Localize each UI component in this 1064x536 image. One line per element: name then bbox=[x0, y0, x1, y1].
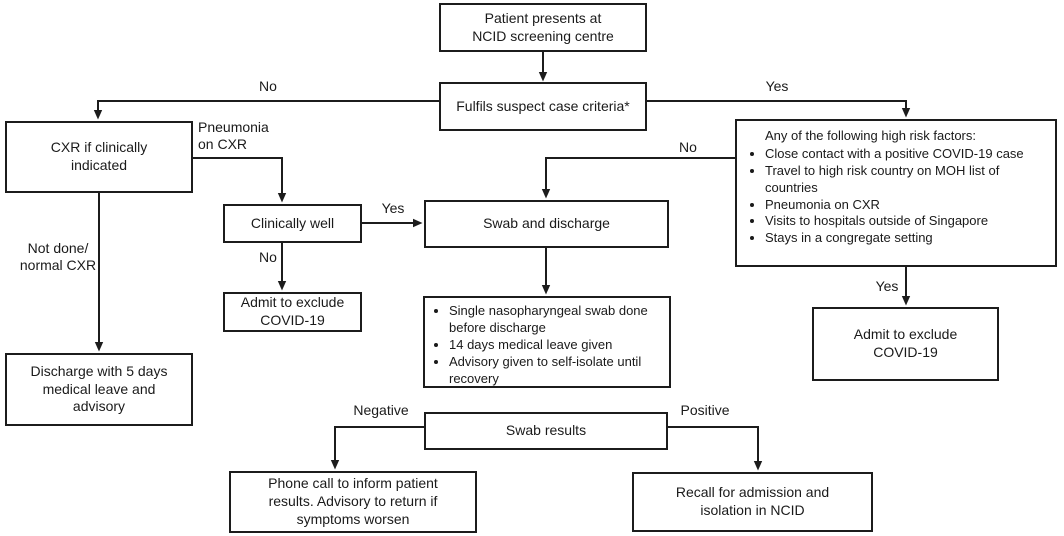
edge-label-yes-clinically-well: Yes bbox=[381, 200, 405, 216]
edge-swabresults-to-recall bbox=[668, 426, 763, 471]
node-clinically-well-label: Clinically well bbox=[250, 214, 335, 231]
edge-fulfils-to-cxr bbox=[93, 100, 439, 120]
node-admit-exclude-covid-left-label: Admit to exclude COVID-19 bbox=[240, 294, 345, 328]
node-recall-admission: Recall for admission and isolation in NC… bbox=[632, 472, 873, 532]
node-cxr-if-indicated: CXR if clinically indicated bbox=[5, 121, 193, 193]
node-phone-call-inform: Phone call to inform patient results. Ad… bbox=[229, 471, 477, 533]
edge-label-not-done-normal-cxr: Not done/ normal CXR bbox=[19, 240, 97, 274]
node-fulfils-criteria: Fulfils suspect case criteria* bbox=[439, 82, 647, 131]
edge-cxr-to-clinicallywell bbox=[193, 157, 287, 203]
node-fulfils-criteria-label: Fulfils suspect case criteria* bbox=[456, 97, 630, 114]
node-patient-presents: Patient presents at NCID screening centr… bbox=[439, 3, 647, 52]
swab-details-item: Advisory given to self-isolate until rec… bbox=[449, 354, 663, 388]
node-discharge-5-days-label: Discharge with 5 days medical leave and … bbox=[30, 362, 168, 415]
node-swab-details: Single nasopharyngeal swab done before d… bbox=[423, 296, 671, 388]
node-clinically-well: Clinically well bbox=[223, 204, 362, 243]
high-risk-factors-title: Any of the following high risk factors: bbox=[765, 128, 976, 143]
edge-label-yes-high-risk: Yes bbox=[875, 278, 899, 294]
node-recall-admission-label: Recall for admission and isolation in NC… bbox=[675, 484, 830, 518]
edge-label-no-high-risk: No bbox=[679, 139, 697, 155]
edge-label-pneumonia-on-cxr: Pneumonia on CXR bbox=[198, 119, 269, 153]
high-risk-factor-item: Visits to hospitals outside of Singapore bbox=[765, 213, 1049, 230]
node-discharge-5-days: Discharge with 5 days medical leave and … bbox=[5, 353, 193, 426]
edge-fulfils-to-highrisk bbox=[647, 100, 911, 118]
node-cxr-if-indicated-label: CXR if clinically indicated bbox=[50, 139, 148, 173]
edge-highrisk-to-swab bbox=[541, 157, 735, 199]
node-patient-presents-label: Patient presents at NCID screening centr… bbox=[472, 9, 614, 44]
high-risk-factor-item: Stays in a congregate setting bbox=[765, 230, 1049, 247]
node-swab-results-label: Swab results bbox=[505, 422, 587, 439]
edge-label-no-clinically-well: No bbox=[259, 249, 277, 265]
node-admit-exclude-covid-right-label: Admit to exclude COVID-19 bbox=[853, 326, 958, 360]
high-risk-factor-item: Pneumonia on CXR bbox=[765, 197, 1049, 214]
node-swab-and-discharge-label: Swab and discharge bbox=[483, 215, 610, 232]
swab-details-item: 14 days medical leave given bbox=[449, 337, 663, 354]
node-high-risk-factors: Any of the following high risk factors: … bbox=[735, 119, 1057, 267]
edge-swabresults-to-phonecall bbox=[330, 426, 424, 470]
high-risk-factor-item: Close contact with a positive COVID-19 c… bbox=[765, 146, 1049, 163]
edge-label-no-top: No bbox=[259, 78, 277, 94]
node-phone-call-inform-label: Phone call to inform patient results. Ad… bbox=[268, 475, 438, 527]
swab-details-list: Single nasopharyngeal swab done before d… bbox=[433, 303, 663, 387]
edge-label-positive: Positive bbox=[680, 402, 730, 418]
node-admit-exclude-covid-right: Admit to exclude COVID-19 bbox=[812, 307, 999, 381]
node-admit-exclude-covid-left: Admit to exclude COVID-19 bbox=[223, 292, 362, 332]
edge-label-yes-top: Yes bbox=[765, 78, 789, 94]
node-swab-results: Swab results bbox=[424, 412, 668, 450]
high-risk-factor-item: Travel to high risk country on MOH list … bbox=[765, 163, 1049, 197]
high-risk-factors-list: Close contact with a positive COVID-19 c… bbox=[749, 146, 1049, 247]
node-swab-and-discharge: Swab and discharge bbox=[424, 200, 669, 248]
swab-details-item: Single nasopharyngeal swab done before d… bbox=[449, 303, 663, 337]
edge-label-negative: Negative bbox=[353, 402, 409, 418]
